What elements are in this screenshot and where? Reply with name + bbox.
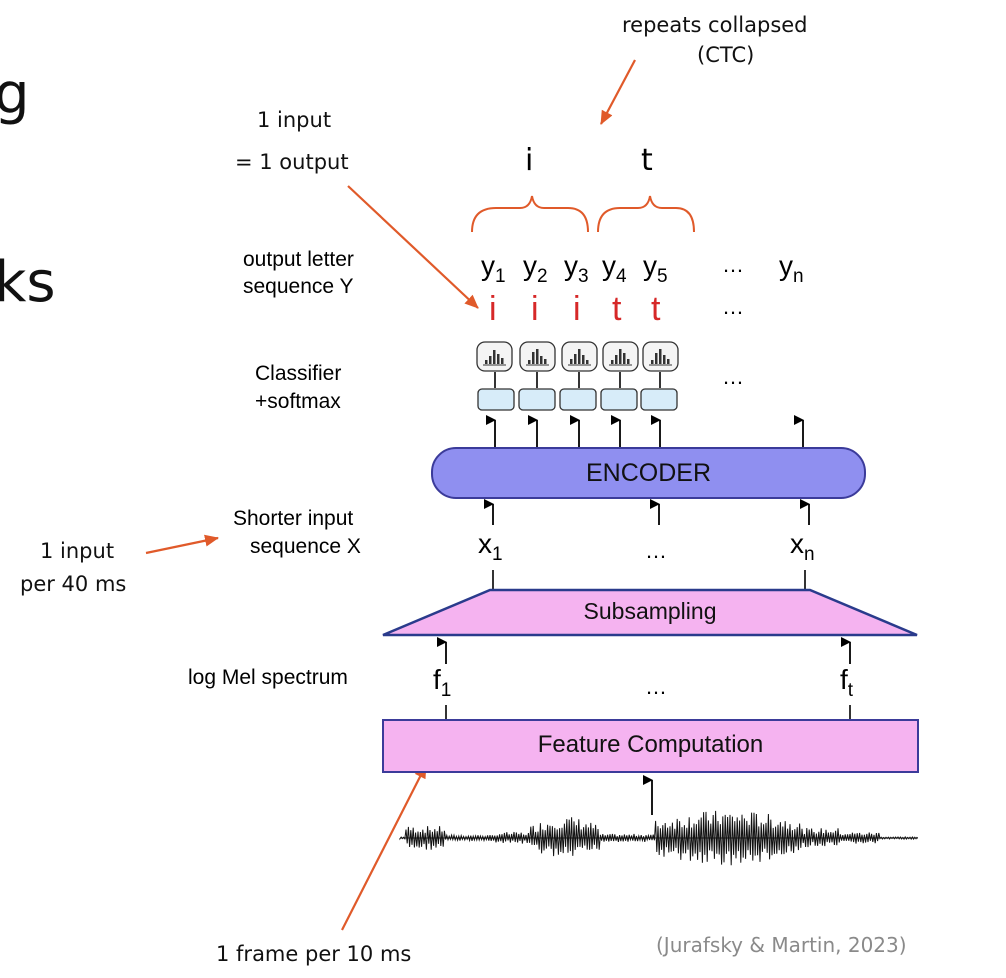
annotation-per-40ms: per 40 ms: [20, 572, 127, 596]
annotation-repeats-collapsed: repeats collapsed: [622, 13, 808, 37]
audio-waveform: [399, 810, 918, 866]
input-ellipsis-x: …: [645, 538, 667, 563]
encoder-label: ENCODER: [585, 459, 711, 487]
feature-f1: f1: [433, 664, 452, 701]
feature-block: [382, 719, 919, 773]
group-label-t: t: [641, 143, 653, 178]
input-x1: x1: [478, 528, 503, 565]
arrow-ctc: [600, 59, 636, 125]
annotation-one-input-left: 1 input: [40, 539, 115, 563]
annotation-ctc: (CTC): [697, 43, 755, 67]
input-xn: xn: [790, 528, 815, 565]
encoder-block: [431, 447, 866, 499]
label-shorter-input: Shorter input: [233, 507, 354, 530]
feature-ft: ft: [840, 664, 854, 701]
output-y5: y5: [643, 250, 668, 287]
annotation-one-output: = 1 output: [235, 150, 349, 174]
arrow-frame-10ms: [341, 764, 427, 931]
output-letter-2: i: [531, 290, 539, 328]
cutoff-text-top: g: [0, 62, 30, 127]
output-y3: y3: [564, 250, 589, 287]
feature-ellipsis: …: [645, 674, 667, 699]
output-letter-4: t: [612, 290, 622, 328]
subsampling-input-arrows: [437, 637, 851, 664]
subsampling-output-lines: [492, 570, 806, 590]
output-yn: yn: [779, 250, 804, 287]
label-softmax: +softmax: [255, 390, 341, 413]
arrow-per-40ms: [145, 534, 219, 555]
output-letter-1: i: [489, 290, 497, 328]
output-y1: y1: [481, 250, 506, 287]
encoder-output-arrows: [486, 415, 804, 448]
label-classifier: Classifier: [255, 362, 342, 385]
softmax-bars: [485, 349, 670, 364]
label-output-letter: output letter: [243, 248, 354, 271]
group-label-i: i: [525, 143, 534, 178]
feature-label: Feature Computation: [537, 731, 764, 758]
classifier-boxes: [477, 388, 678, 411]
subsampling-label: Subsampling: [583, 598, 717, 624]
output-y2: y2: [523, 250, 548, 287]
softmax-icons: [476, 341, 679, 372]
cutoff-text-middle: ks: [0, 250, 56, 315]
arrow-one-output: [347, 185, 479, 309]
output-y4: y4: [602, 250, 627, 287]
annotation-one-input: 1 input: [257, 108, 332, 132]
bracket-i: [471, 195, 589, 233]
icon-connectors: [494, 372, 661, 388]
classifier-ellipsis: …: [722, 364, 744, 389]
output-ellipsis-letters: …: [722, 294, 744, 319]
annotation-frame-per-10ms: 1 frame per 10 ms: [216, 942, 412, 966]
bracket-t: [597, 195, 695, 233]
citation: (Jurafsky & Martin, 2023): [656, 933, 907, 957]
output-letter-5: t: [651, 290, 661, 328]
label-sequence-y: sequence Y: [243, 275, 354, 298]
subsampling-block: [382, 588, 918, 637]
output-ellipsis-y: …: [722, 252, 744, 277]
output-letter-3: i: [573, 290, 581, 328]
label-log-mel: log Mel spectrum: [188, 666, 348, 689]
label-sequence-x: sequence X: [250, 535, 361, 558]
feature-output-lines: [445, 705, 851, 720]
encoder-input-arrows: [484, 499, 810, 525]
